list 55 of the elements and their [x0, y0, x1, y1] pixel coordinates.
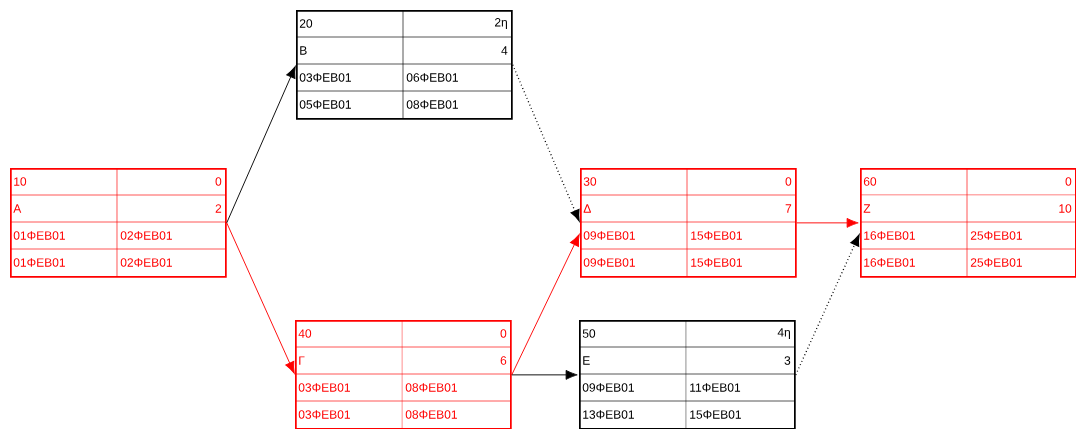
cell-text: 02ΦΕΒ01	[120, 231, 172, 240]
cell-text: 20	[299, 19, 313, 28]
cell-text: 15ΦΕΒ01	[691, 231, 742, 240]
cell-text: 01ΦΕΒ01	[13, 231, 65, 240]
cell-text: 40	[298, 329, 312, 338]
cell-text: 10	[14, 177, 27, 186]
cell-text: 4	[501, 46, 508, 55]
cell-text: Β	[300, 46, 307, 55]
cell-text: 09ΦΕΒ01	[582, 383, 634, 392]
cell-text: 03ΦΕΒ01	[298, 410, 350, 419]
cell-text: 2η	[495, 18, 507, 29]
cell-text: 13ΦΕΒ01	[583, 410, 634, 419]
cell-text: 0	[785, 177, 792, 186]
cell-text: 06ΦΕΒ01	[406, 73, 458, 82]
cell-text: 3	[784, 356, 791, 365]
cell-text: 50	[582, 329, 596, 338]
cell-text: 08ΦΕΒ01	[406, 100, 458, 109]
cell-text: 02ΦΕΒ01	[120, 258, 172, 267]
cell-text: Δ	[583, 204, 591, 213]
arrow	[226, 66, 296, 224]
cell-text: 6	[500, 356, 507, 365]
cell-text: 05ΦΕΒ01	[299, 100, 351, 109]
cell-text: 15ΦΕΒ01	[691, 258, 742, 267]
cell-text: 0	[1065, 177, 1072, 186]
cell-text: 16ΦΕΒ01	[864, 258, 915, 267]
cell-text: Ε	[583, 356, 590, 365]
cell-text: 30	[583, 177, 597, 186]
arrow	[511, 234, 580, 376]
cell-text: 0	[500, 329, 507, 338]
cell-text: 16ΦΕΒ01	[864, 231, 915, 240]
cell-text: 15ΦΕΒ01	[690, 410, 741, 419]
cell-text: 60	[863, 177, 877, 186]
arrow	[226, 222, 295, 374]
cell-text: 2	[215, 204, 222, 213]
cell-text: 01ΦΕΒ01	[13, 258, 65, 267]
cell-text: 11ΦΕΒ01	[690, 383, 741, 392]
arrow	[796, 217, 859, 228]
arrow	[795, 234, 860, 376]
cell-text: 10	[1059, 204, 1072, 213]
cell-text: 4η	[777, 328, 790, 339]
cell-text: 03ΦΕΒ01	[298, 383, 350, 392]
cell-text: 08ΦΕΒ01	[405, 383, 457, 392]
cell-text: 25ΦΕΒ01	[970, 258, 1022, 267]
cell-text: A	[13, 204, 22, 213]
cell-text: 03ΦΕΒ01	[299, 73, 351, 82]
cell-text: 09ΦΕΒ01	[583, 231, 635, 240]
cell-text: 08ΦΕΒ01	[405, 410, 457, 419]
arrow	[512, 64, 580, 222]
arrow	[511, 369, 578, 380]
cell-text: Γ	[299, 356, 305, 365]
cell-text: 25ΦΕΒ01	[970, 231, 1022, 240]
cell-text: 7	[785, 204, 792, 213]
cell-text: 09ΦΕΒ01	[583, 258, 635, 267]
cell-text: 0	[215, 177, 222, 186]
cell-text: Ζ	[863, 204, 871, 213]
